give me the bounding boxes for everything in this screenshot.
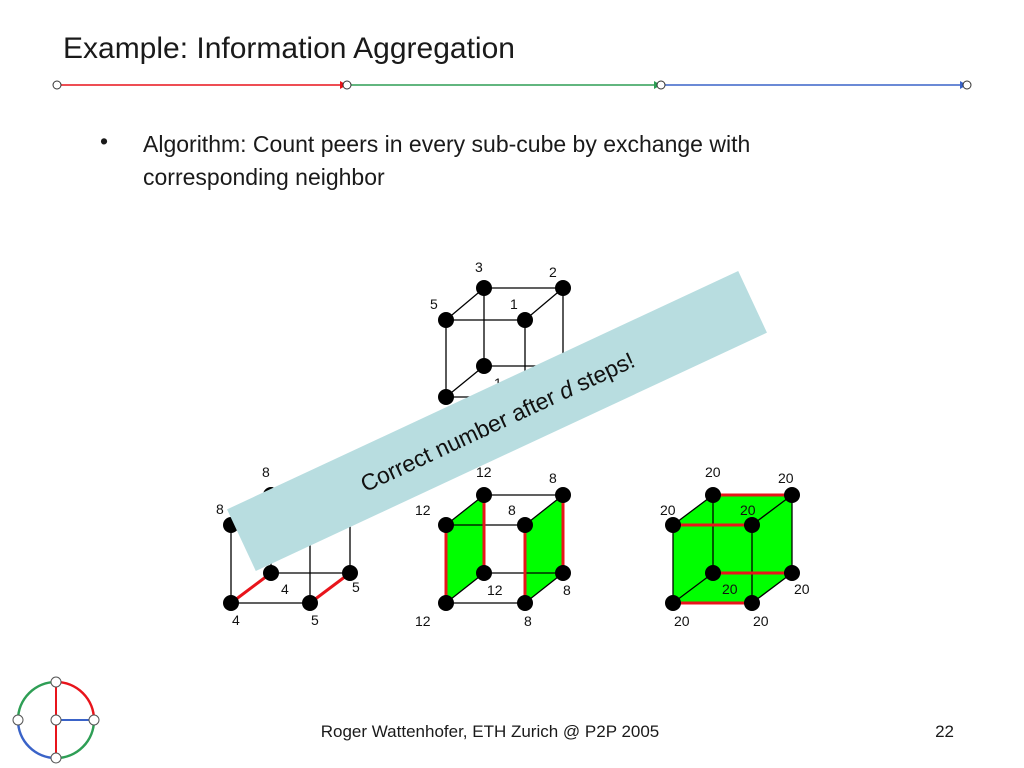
cube-middle-label-a: 12 — [415, 502, 431, 518]
cube-right: 20 20 20 20 20 20 20 20 — [660, 464, 810, 629]
progress-node-4 — [962, 80, 972, 90]
page-number: 22 — [935, 722, 954, 741]
cube-right-label-g: 20 — [722, 581, 738, 597]
progress-node-1 — [52, 80, 62, 90]
cube-middle-label-f: 8 — [524, 613, 532, 629]
progress-node-3 — [656, 80, 666, 90]
cube-right-label-d: 20 — [778, 470, 794, 486]
cube-middle-label-h: 8 — [563, 582, 571, 598]
cube-left-label-g: 4 — [281, 581, 289, 597]
cube-right-label-h: 20 — [794, 581, 810, 597]
cube-middle-label-c: 12 — [476, 464, 492, 480]
cube-middle-label-g: 12 — [487, 582, 503, 598]
cube-left-label-a: 8 — [216, 501, 224, 517]
bullet-text: Algorithm: Count peers in every sub-cube… — [143, 131, 751, 190]
progress-line — [52, 80, 972, 90]
cube-right-label-a: 20 — [660, 502, 676, 518]
progress-node-2 — [342, 80, 352, 90]
banner-text: Correct number after d steps! — [356, 347, 638, 497]
cube-right-label-b: 20 — [740, 502, 756, 518]
cube-middle-label-e: 12 — [415, 613, 431, 629]
cube-right-label-c: 20 — [705, 464, 721, 480]
cube-left-label-e: 4 — [232, 612, 240, 628]
cube-right-label-e: 20 — [674, 613, 690, 629]
slide-title: Example: Information Aggregation — [63, 32, 515, 65]
cube-top-label-d: 2 — [549, 264, 557, 280]
cube-top-label-c: 3 — [475, 259, 483, 275]
cube-middle: 12 8 12 8 12 8 12 8 — [415, 464, 571, 629]
cube-left-label-f: 5 — [311, 612, 319, 628]
cube-top-label-h: 1 — [494, 375, 502, 391]
cube-top-label-b: 1 — [510, 296, 518, 312]
cube-right-label-f: 20 — [753, 613, 769, 629]
footer-text: Roger Wattenhofer, ETH Zurich @ P2P 2005 — [320, 722, 660, 741]
cube-top-label-a: 5 — [430, 296, 438, 312]
bullet-marker: • — [100, 128, 109, 154]
cube-left-label-c: 8 — [262, 464, 270, 480]
cube-left-label-h: 5 — [352, 579, 360, 595]
logo-icon — [12, 676, 100, 764]
cube-middle-label-b: 8 — [508, 502, 516, 518]
bullet-point: • Algorithm: Count peers in every sub-cu… — [100, 128, 863, 194]
cube-middle-label-d: 8 — [549, 470, 557, 486]
